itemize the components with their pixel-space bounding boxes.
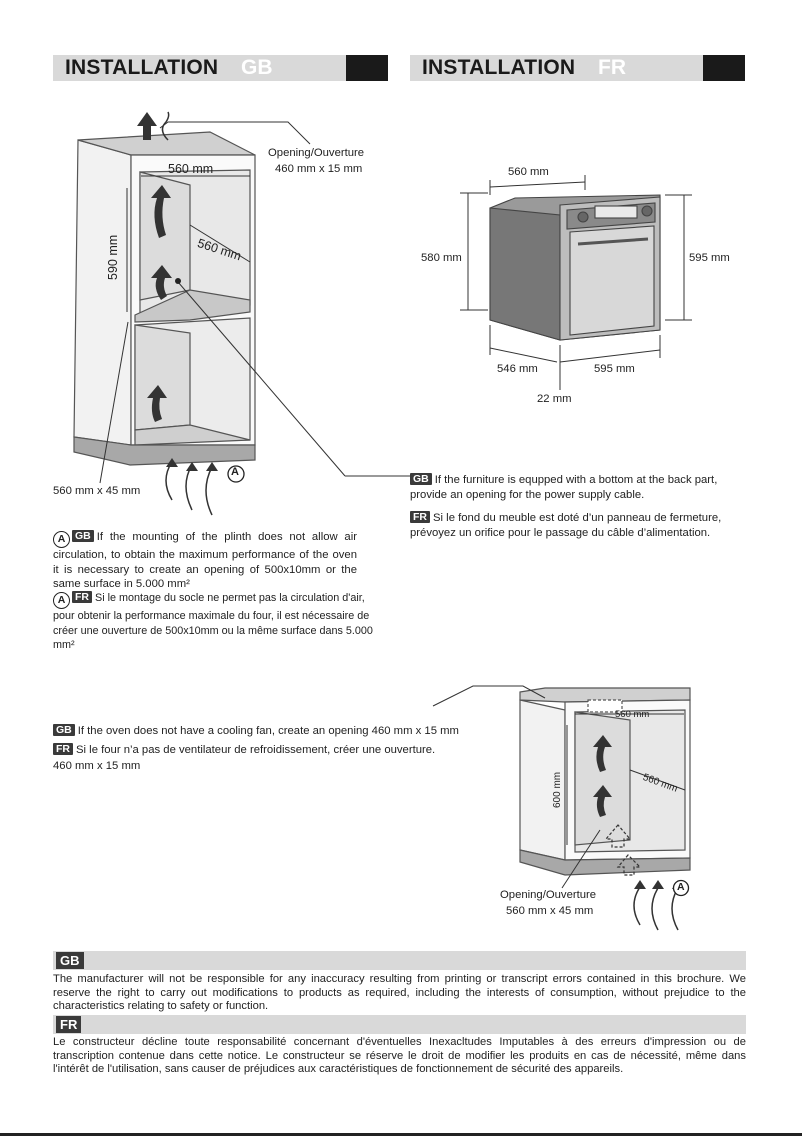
width-dimension: 560 mm	[168, 162, 214, 176]
opening-size: 460 mm x 15 mm	[275, 163, 363, 175]
page-bottom-rule	[0, 1133, 802, 1136]
fan-note-fr-size: 460 mm x 15 mm	[53, 760, 141, 772]
fan-note-fr-text: Si le four n’a pas de ventilateur de ref…	[76, 744, 436, 756]
marker-a: A	[677, 881, 685, 893]
cabinet-height-dimension: 600 mm	[552, 771, 563, 808]
header-block	[703, 55, 745, 81]
plinth-note-gb-text: If the mounting of the plinth does not a…	[53, 531, 357, 590]
fr-badge: FR	[72, 591, 92, 603]
oven-left-height: 580 mm	[421, 252, 462, 264]
disclaimer-fr-band: FR	[53, 1015, 746, 1034]
cabinet-opening-size: 560 mm x 45 mm	[506, 905, 594, 917]
header-gb: INSTALLATION GB	[53, 55, 388, 81]
oven-top-dimension: 560 mm	[508, 166, 549, 178]
cable-note-gb-text: If the furniture is equpped with a botto…	[410, 474, 718, 501]
header-lang: FR	[598, 56, 626, 79]
oven-front-dimension: 22 mm	[537, 393, 572, 405]
header-block	[346, 55, 388, 81]
header-lang: GB	[241, 56, 273, 79]
plinth-dimension: 560 mm x 45 mm	[53, 485, 141, 497]
header-fr: INSTALLATION FR	[410, 55, 745, 81]
cabinet-opening-label: Opening/Ouverture	[500, 889, 597, 901]
header-title: INSTALLATION	[65, 56, 219, 79]
fr-badge: FR	[53, 743, 73, 755]
gb-badge: GB	[72, 530, 94, 542]
fan-note-gb-text: If the oven does not have a cooling fan,…	[77, 725, 459, 737]
gb-badge: GB	[56, 952, 84, 969]
disclaimer-gb-text: The manufacturer will not be responsible…	[53, 973, 746, 1012]
header-title: INSTALLATION	[422, 56, 576, 79]
disclaimer-gb-band: GB	[53, 951, 746, 970]
opening-label: Opening/Ouverture	[268, 147, 365, 159]
disclaimer-fr-text: Le constructeur décline toute responsabi…	[53, 1036, 746, 1075]
plinth-note-fr-text: Si le montage du socle ne permet pas la …	[53, 592, 373, 651]
cable-note-fr-text: Si le fond du meuble est doté d’un panne…	[410, 512, 722, 539]
oven-right-height: 595 mm	[689, 252, 730, 264]
oven-depth-dimension: 546 mm	[497, 363, 538, 375]
oven-width-dimension: 595 mm	[594, 363, 635, 375]
cabinet-width-dimension: 560 mm	[615, 709, 650, 720]
gb-badge: GB	[410, 473, 432, 485]
gb-badge: GB	[53, 724, 75, 736]
marker-a: A	[231, 466, 239, 478]
fr-badge: FR	[410, 511, 430, 523]
fr-badge: FR	[56, 1016, 82, 1033]
